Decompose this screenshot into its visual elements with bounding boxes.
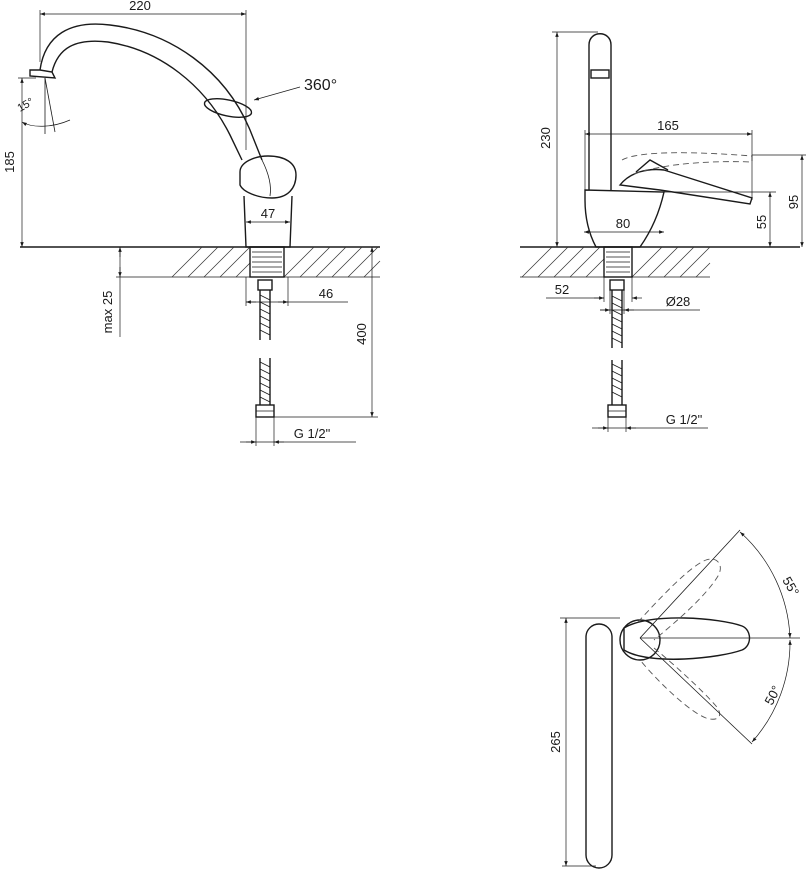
front-swivel-ring <box>203 98 253 118</box>
dim-body-width: 47 <box>261 206 275 221</box>
dim-base-width: 80 <box>616 216 630 231</box>
dim-lever-down-angle: 50° <box>761 683 783 707</box>
top-lever <box>623 617 751 660</box>
dim-base-height: 55 <box>754 215 769 229</box>
front-hose <box>255 290 275 418</box>
side-hose <box>607 290 627 418</box>
front-view: 220 360° 15° 185 47 max 25 46 400 <box>2 0 381 446</box>
dim-lever-height: 95 <box>786 195 801 209</box>
dim-hole-diameter: Ø28 <box>666 294 691 309</box>
dim-lever-length: 165 <box>657 118 679 133</box>
dim-total-height: 230 <box>538 127 553 149</box>
front-spout <box>39 23 263 161</box>
side-view: 230 165 95 80 55 52 Ø28 <box>520 31 806 432</box>
side-lever <box>618 168 753 205</box>
front-body-head <box>239 155 297 199</box>
dim-thread-front: G 1/2" <box>294 426 331 441</box>
dim-top-length: 265 <box>548 731 563 753</box>
top-spout <box>585 623 613 869</box>
dim-rotation: 360° <box>304 77 337 94</box>
dim-shank-width: 46 <box>319 286 333 301</box>
front-shank <box>249 246 285 278</box>
top-view: 55° 50° 265 <box>548 529 802 869</box>
dim-spout-angle: 15° <box>16 96 36 115</box>
dim-hose-length: 400 <box>354 323 369 345</box>
dim-counter-thickness: max 25 <box>100 291 115 334</box>
dim-lever-up-angle: 55° <box>779 574 802 599</box>
side-spout <box>588 33 612 190</box>
dim-spout-height: 185 <box>2 151 17 173</box>
dim-side-base: 52 <box>555 282 569 297</box>
front-body <box>243 195 293 248</box>
dim-spout-reach: 220 <box>129 0 151 13</box>
dim-thread-side: G 1/2" <box>666 412 703 427</box>
